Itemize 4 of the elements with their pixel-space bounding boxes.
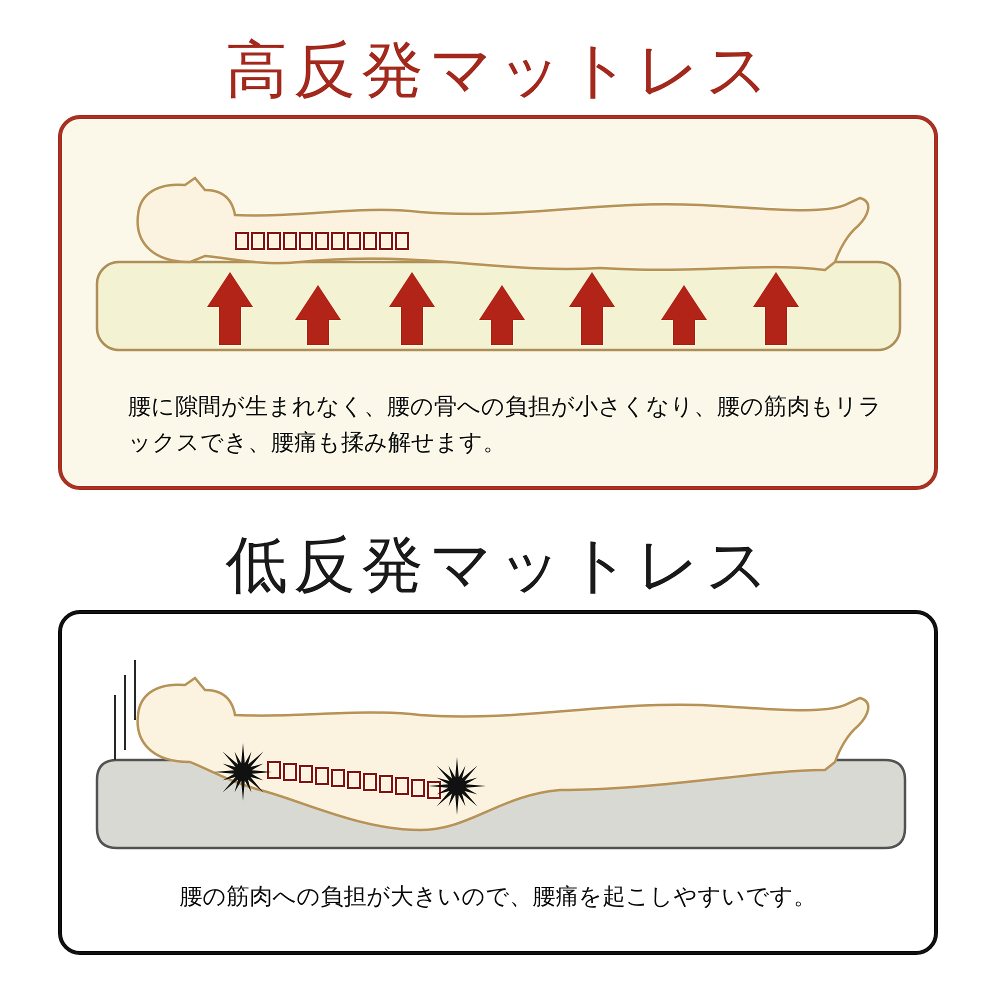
heading: 低反発マットレス — [224, 527, 776, 603]
heading: 高反発マットレス — [224, 32, 776, 108]
description-text: 腰の筋肉への負担が大きいので、腰痛を起こしやすいです。 — [178, 883, 818, 912]
description-text: 腰に隙間が生まれなく、腰の骨への負担が小さくなり、腰の筋肉もリラックスでき、腰痛も揉み解せます。 — [128, 393, 883, 458]
